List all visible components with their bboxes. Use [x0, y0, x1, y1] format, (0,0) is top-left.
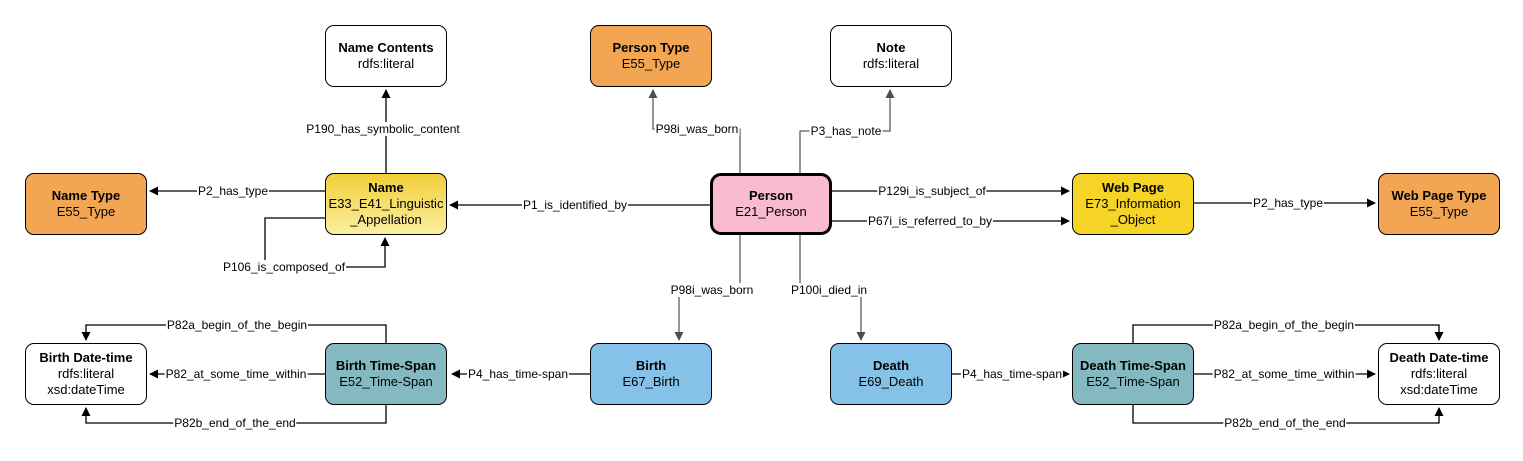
node-title: Birth Time-Span [335, 358, 437, 373]
node-subtitle: rdfs:literal [1410, 366, 1468, 381]
node-web-page-type[interactable]: Web Page Type E55_Type [1378, 173, 1500, 235]
node-subtitle: rdfs:literal [57, 366, 115, 381]
edge-p82a_left[interactable] [81, 324, 387, 343]
node-subtitle: E52_Time-Span [339, 374, 433, 389]
node-title: Name Type [51, 188, 121, 203]
node-subtitle: E55_Type [1409, 204, 1469, 219]
node-birth-datetime[interactable]: Birth Date-time rdfs:literal xsd:dateTim… [25, 343, 147, 405]
node-title: Person Type [612, 40, 690, 55]
node-title: Death Time-Span [1080, 358, 1186, 373]
node-title: Name [368, 180, 404, 195]
node-subtitle: E55_Type [56, 204, 116, 219]
node-name[interactable]: Name E33_E41_Linguistic _Appellation [325, 173, 447, 235]
node-title: Death Date-time [1389, 350, 1489, 365]
node-subtitle: E52_Time-Span [1086, 374, 1180, 389]
node-subtitle: E73_Information [1085, 196, 1181, 211]
node-subtitle: E55_Type [621, 56, 681, 71]
node-subtitle: _Object [1110, 212, 1156, 227]
node-subtitle: rdfs:literal [862, 56, 920, 71]
edge-p3[interactable] [799, 89, 895, 173]
node-name-type[interactable]: Name Type E55_Type [25, 173, 147, 235]
node-subtitle: xsd:dateTime [47, 382, 125, 397]
node-subtitle: E69_Death [858, 374, 924, 389]
edge-p82a_right[interactable] [1132, 324, 1444, 343]
node-title: Note [876, 40, 906, 55]
node-death[interactable]: Death E69_Death [830, 343, 952, 405]
node-subtitle: E21_Person [735, 204, 807, 219]
node-name-contents[interactable]: Name Contents rdfs:literal [325, 25, 447, 87]
node-web-page[interactable]: Web Page E73_Information _Object [1072, 173, 1194, 235]
node-title: Death [872, 358, 910, 373]
edge-p98i_birth[interactable] [674, 235, 741, 341]
node-subtitle: _Appellation [350, 212, 422, 227]
edge-p98i_type[interactable] [648, 89, 741, 173]
edge-p100i[interactable] [799, 235, 866, 341]
node-subtitle: E33_E41_Linguistic [328, 196, 444, 211]
node-subtitle: rdfs:literal [357, 56, 415, 71]
edge-p82b_right[interactable] [1132, 405, 1444, 424]
node-title: Birth Date-time [39, 350, 133, 365]
node-note[interactable]: Note rdfs:literal [830, 25, 952, 87]
edge-p82b_left[interactable] [81, 405, 387, 424]
node-death-datetime[interactable]: Death Date-time rdfs:literal xsd:dateTim… [1378, 343, 1500, 405]
node-title: Person [748, 188, 794, 203]
node-person[interactable]: Person E21_Person [710, 173, 832, 235]
node-title: Name Contents [338, 40, 434, 55]
node-title: Web Page [1102, 180, 1164, 195]
node-subtitle: xsd:dateTime [1400, 382, 1478, 397]
node-person-type[interactable]: Person Type E55_Type [590, 25, 712, 87]
node-title: Birth [635, 358, 667, 373]
node-birth[interactable]: Birth E67_Birth [590, 343, 712, 405]
node-death-timespan[interactable]: Death Time-Span E52_Time-Span [1072, 343, 1194, 405]
node-subtitle: E67_Birth [622, 374, 680, 389]
node-title: Web Page Type [1391, 188, 1487, 203]
node-birth-timespan[interactable]: Birth Time-Span E52_Time-Span [325, 343, 447, 405]
